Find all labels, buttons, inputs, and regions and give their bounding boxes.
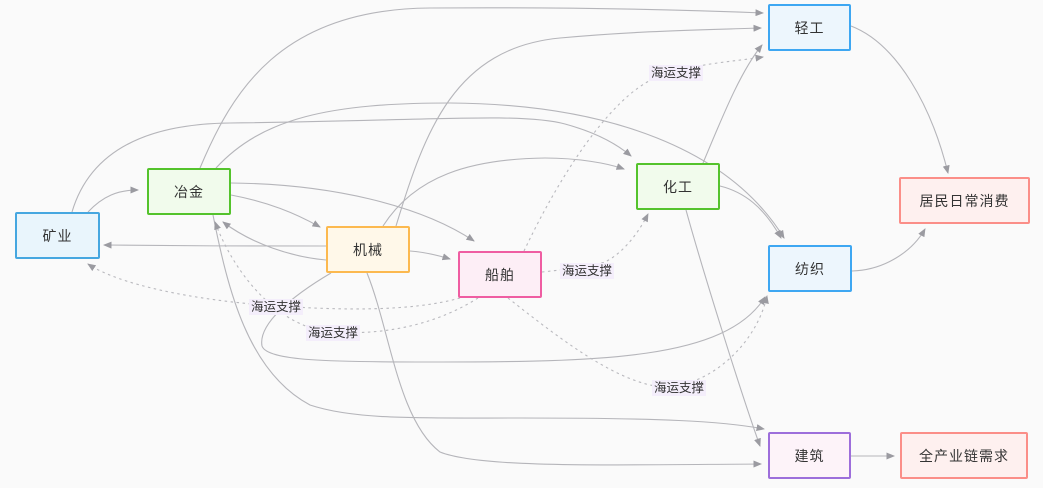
edge-kuangye-huagong <box>71 117 632 213</box>
node-metallurgy-label: 冶金 <box>174 183 204 200</box>
node-chemical-label: 化工 <box>663 178 693 195</box>
edge-yejin-jixie <box>230 194 321 228</box>
node-construction[interactable]: 建筑 <box>768 432 851 479</box>
edge-chuanbo-kuangye <box>87 263 461 310</box>
edge-label-shipping-support-yejin: 海运支撑 <box>305 325 361 341</box>
edge-jixie-chuanbo <box>409 250 451 261</box>
edge-fangzhi-jumin <box>851 228 926 272</box>
edge-yejin-fangzhi <box>215 102 785 239</box>
edge-yejin-jianzhu <box>212 214 765 432</box>
node-light-industry[interactable]: 轻工 <box>768 4 851 51</box>
node-construction-label: 建筑 <box>794 447 825 464</box>
edge-yejin-qinggong <box>199 7 764 169</box>
edge-label-shipping-support-kuangye: 海运支撑 <box>248 299 304 315</box>
node-metallurgy[interactable]: 冶金 <box>147 168 231 215</box>
node-light-industry-label: 轻工 <box>794 19 825 36</box>
edge-jixie-jianzhu <box>366 272 762 468</box>
node-textile-label: 纺织 <box>795 260 825 277</box>
node-industry-chain-demand[interactable]: 全产业链需求 <box>900 432 1028 479</box>
edge-jixie-qinggong <box>395 24 762 227</box>
node-shipbuilding[interactable]: 船舶 <box>458 251 542 298</box>
edge-jixie-fangzhi <box>261 272 766 363</box>
node-machinery-label: 机械 <box>353 241 383 258</box>
edge-kuangye-yejin <box>87 186 139 213</box>
edge-huagong-fangzhi <box>719 185 782 239</box>
node-industry-chain-demand-label: 全产业链需求 <box>919 447 1009 464</box>
node-textile[interactable]: 纺织 <box>768 245 852 292</box>
edge-huagong-qinggong <box>702 44 763 164</box>
node-chemical[interactable]: 化工 <box>636 163 720 210</box>
edge-qinggong-jumin <box>850 25 950 174</box>
edge-jixie-yejin <box>222 221 327 261</box>
node-mining-label: 矿业 <box>42 227 73 244</box>
edge-label-shipping-support-qinggong: 海运支撑 <box>648 65 704 81</box>
node-machinery[interactable]: 机械 <box>326 226 410 273</box>
node-consumer-demand[interactable]: 居民日常消费 <box>899 177 1030 224</box>
edge-label-shipping-support-huagong: 海运支撑 <box>559 263 615 279</box>
node-mining[interactable]: 矿业 <box>15 212 100 259</box>
node-shipbuilding-label: 船舶 <box>485 266 515 283</box>
edge-jixie-kuangye <box>103 241 327 249</box>
edge-chuanbo-fangzhi <box>507 295 769 388</box>
edge-label-shipping-support-fangzhi: 海运支撑 <box>651 380 707 396</box>
node-consumer-demand-label: 居民日常消费 <box>919 192 1010 209</box>
edge-jixie-huagong <box>382 157 625 227</box>
edge-chuanbo-qinggong <box>523 54 764 252</box>
edge-huagong-jianzhu <box>685 209 761 447</box>
edge-yejin-chuanbo <box>230 182 475 242</box>
